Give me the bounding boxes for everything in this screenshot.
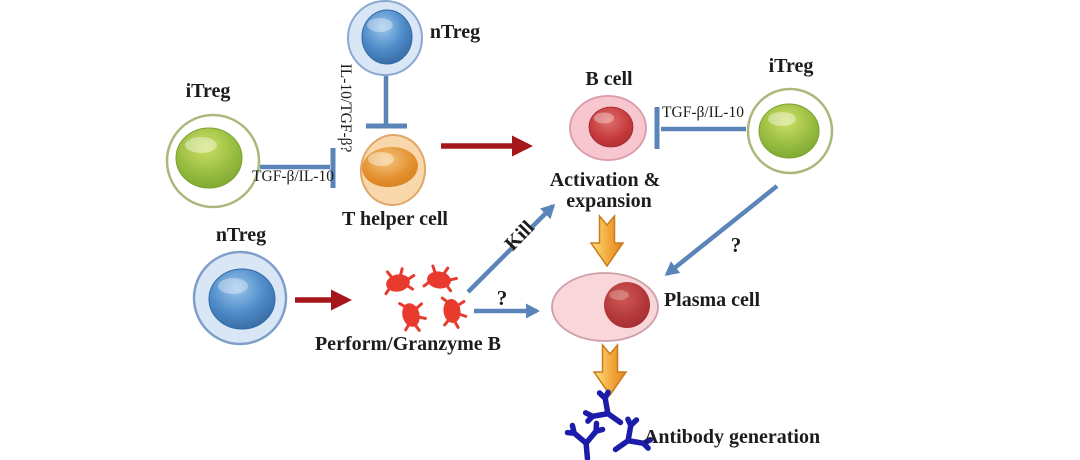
inhibition-itreg-to-thelper xyxy=(260,148,336,188)
perforin-label: Perform/Granzyme B xyxy=(315,333,501,355)
question-left-label: ? xyxy=(497,286,508,310)
thelper-label: T helper cell xyxy=(342,208,448,230)
plasma-cell xyxy=(551,272,659,342)
activation-label-line2: expansion xyxy=(566,190,652,212)
granule-cluster xyxy=(380,263,469,336)
kill-label: Kill xyxy=(501,216,540,255)
itreg-left-cell xyxy=(165,113,261,209)
antibody-label: Antibody generation xyxy=(644,426,820,448)
inhibition-ntreg-to-thelper xyxy=(366,76,407,129)
ntreg-top-label: nTreg xyxy=(430,21,480,43)
itreg-left-label: iTreg xyxy=(186,80,231,102)
thelper-cell xyxy=(359,134,427,206)
activation-label-line1: Activation & xyxy=(550,169,661,191)
cytokine-left-label: TGF-β/IL-10 xyxy=(252,168,334,185)
itreg-right-label: iTreg xyxy=(769,55,814,77)
cytokine-vertical-label: IL-10/TGF-β? xyxy=(337,64,354,153)
arrow-activation-to-plasma xyxy=(589,213,625,268)
arrow-plasma-to-antibody xyxy=(592,342,628,397)
ntreg-bottom-label: nTreg xyxy=(216,224,266,246)
antibody-cluster xyxy=(567,388,654,460)
arrow-question-right xyxy=(664,184,779,276)
plasma-label: Plasma cell xyxy=(664,289,761,311)
question-right-label: ? xyxy=(731,233,742,257)
ntreg-top-cell xyxy=(347,0,423,76)
cytokine-right-label: TGF-β/IL-10 xyxy=(662,104,744,121)
ntreg-bottom-cell xyxy=(192,250,288,346)
arrow-kill xyxy=(466,203,556,294)
itreg-right-cell xyxy=(746,87,834,175)
inhibition-itreg-to-bcell xyxy=(654,107,746,149)
bcell-cell xyxy=(569,95,647,161)
bcell-label: B cell xyxy=(585,68,633,90)
